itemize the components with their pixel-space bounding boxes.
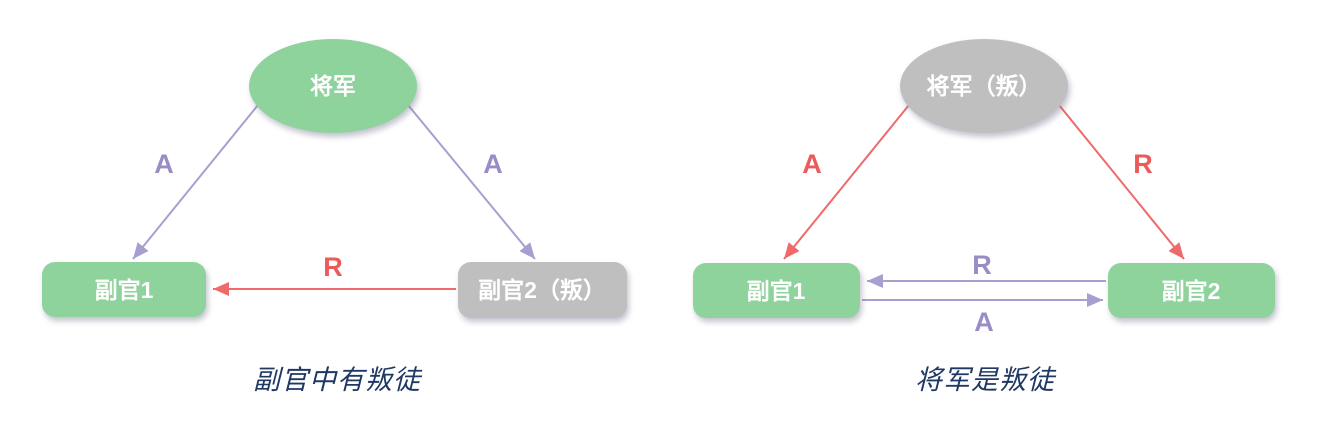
edge-label-r-right-horiz: R [972,250,992,280]
edge-label-a-right-horiz: A [974,307,994,337]
lieutenant2-label-left: 副官2（叛） [478,277,606,303]
edge-general-to-lt2-right [1058,104,1185,260]
lieutenant2-label-right: 副官2 [1162,278,1221,304]
lieutenant1-label-left: 副官1 [95,277,154,303]
caption-right: 将军是叛徒 [915,365,1057,395]
edge-label-r-left: R [323,252,343,282]
general-label-right: 将军（叛） [927,73,1042,99]
general-node-right [900,39,1068,133]
lieutenant2-node-left [458,262,627,318]
edge-general-to-lt1-right [783,104,910,260]
general-label-left: 将军 [310,73,356,99]
edge-label-a-left2: A [483,149,503,179]
edge-label-r-right-diag: R [1133,149,1153,179]
lieutenant2-node-right [1108,263,1275,318]
caption-left: 副官中有叛徒 [253,365,423,395]
panel-lieutenant-traitor: 将军 副官1 副官2（叛） A A R 副官中有叛徒 [42,39,627,395]
lieutenant1-label-right: 副官1 [747,278,806,304]
edge-general-to-lt2-left [407,104,536,260]
lieutenant1-node-right [693,263,860,318]
panel-general-traitor: 将军（叛） 副官1 副官2 A R R A 将军是叛徒 [693,39,1275,395]
edge-general-to-lt1-left [132,104,259,260]
edge-label-a-left1: A [154,149,174,179]
general-node-left [249,39,417,133]
edge-label-a-right-diag: A [802,149,822,179]
lieutenant1-node-left [42,262,206,317]
